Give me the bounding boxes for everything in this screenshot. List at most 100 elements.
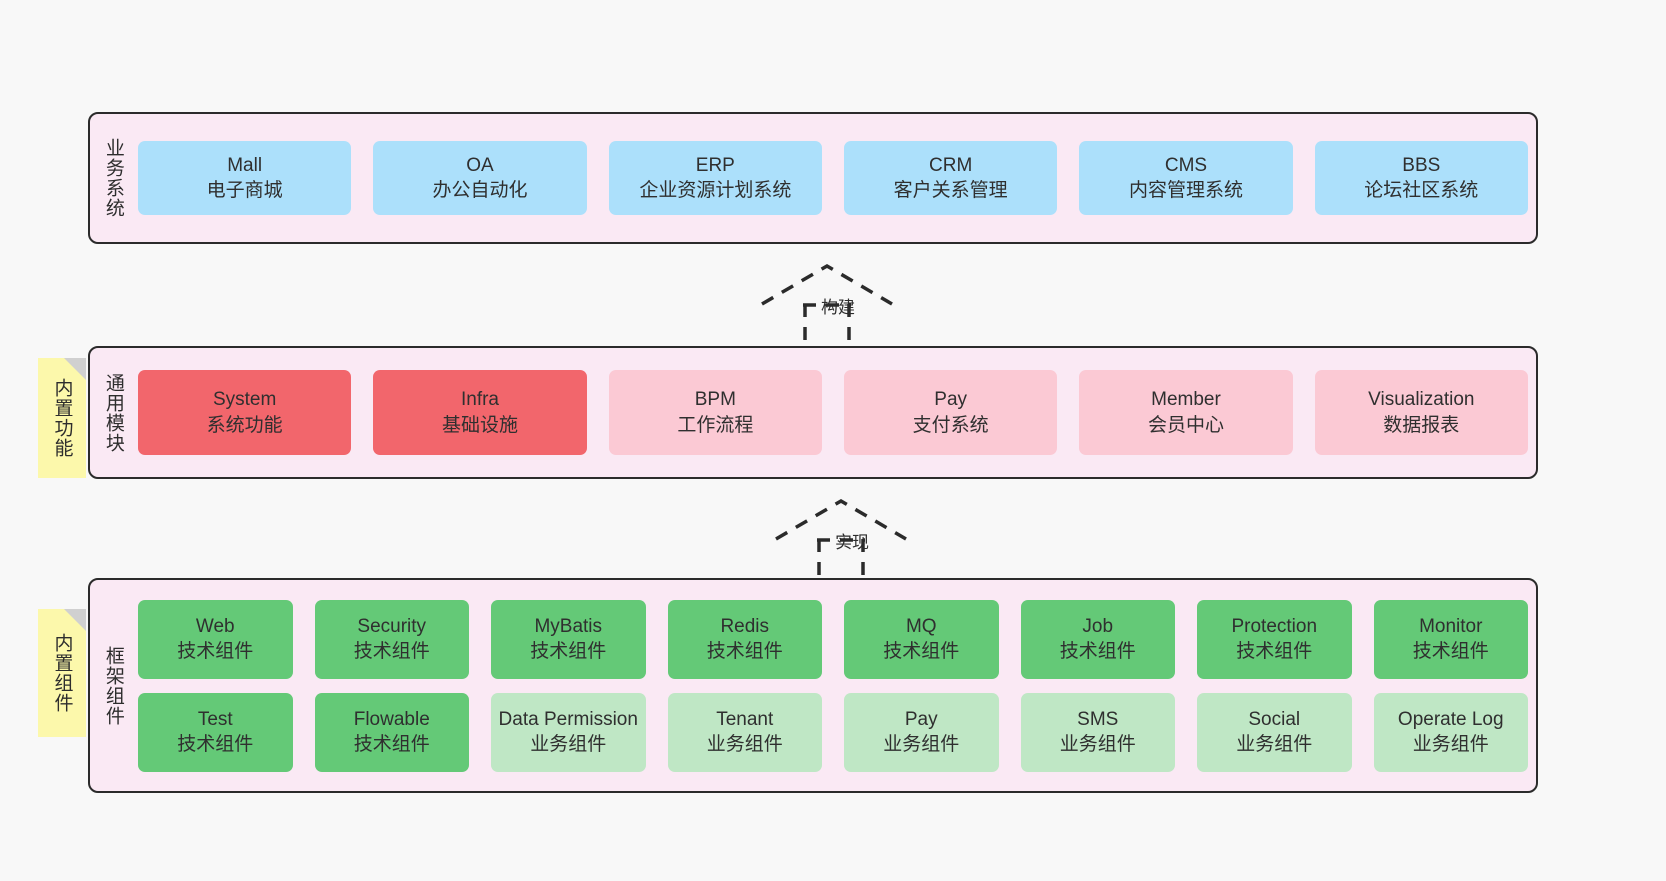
node-pay-component[interactable]: Pay 业务组件	[844, 692, 999, 772]
layer-title-common-modules: 通用模块	[102, 372, 124, 453]
node-pay-module-desc: 支付系统	[912, 414, 989, 436]
framework-node-rows: Web 技术组件 Security 技术组件 MyBatis 技术组件 Redi…	[138, 599, 1528, 772]
node-social[interactable]: Social 业务组件	[1197, 692, 1352, 772]
node-infra[interactable]: Infra 基础设施	[373, 370, 587, 455]
node-job[interactable]: Job 技术组件	[1020, 599, 1175, 679]
layer-framework-components: 框架组件 Web 技术组件 Security 技术组件 MyBatis 技术组件	[88, 578, 1538, 793]
sticky-note-builtin-features: 内置功能	[38, 358, 86, 478]
node-mybatis-desc: 技术组件	[530, 641, 607, 662]
node-cms-name: CMS	[1164, 154, 1208, 176]
node-oa[interactable]: OA 办公自动化	[373, 141, 587, 215]
node-bbs-desc: 论坛社区系统	[1364, 180, 1479, 201]
node-security-name: Security	[357, 615, 427, 637]
node-job-desc: 技术组件	[1059, 641, 1136, 662]
node-monitor-name: Monitor	[1419, 615, 1483, 637]
node-protection[interactable]: Protection 技术组件	[1197, 599, 1352, 679]
node-sms[interactable]: SMS 业务组件	[1020, 692, 1175, 772]
node-mall[interactable]: Mall 电子商城	[138, 141, 352, 215]
node-sms-name: SMS	[1077, 708, 1119, 730]
node-infra-name: Infra	[460, 389, 499, 411]
business-node-row: Mall 电子商城 OA 办公自动化 ERP 企业资源计划系统 CRM 客户关系…	[138, 141, 1528, 215]
node-member-desc: 会员中心	[1147, 414, 1224, 436]
node-visualization-name: Visualization	[1368, 389, 1475, 411]
node-system-name: System	[212, 389, 277, 411]
node-redis-name: Redis	[720, 615, 770, 637]
node-mall-name: Mall	[227, 154, 263, 176]
node-mall-desc: 电子商城	[206, 180, 283, 201]
node-web-desc: 技术组件	[177, 641, 254, 662]
connector-implement-label: 实现	[835, 533, 869, 552]
node-security-desc: 技术组件	[353, 641, 430, 662]
node-cms[interactable]: CMS 内容管理系统	[1079, 141, 1293, 215]
node-job-name: Job	[1082, 615, 1114, 637]
node-erp-desc: 企业资源计划系统	[639, 180, 792, 201]
node-member[interactable]: Member 会员中心	[1079, 370, 1293, 455]
node-mybatis[interactable]: MyBatis 技术组件	[491, 599, 646, 679]
framework-node-row-1: Web 技术组件 Security 技术组件 MyBatis 技术组件 Redi…	[138, 599, 1528, 679]
node-mq-desc: 技术组件	[883, 641, 960, 662]
node-flowable[interactable]: Flowable 技术组件	[314, 692, 469, 772]
layer-title-business-system: 业务系统	[102, 138, 124, 218]
node-mq-name: MQ	[905, 615, 937, 637]
node-tenant-name: Tenant	[716, 708, 774, 730]
connector-implement	[771, 497, 911, 575]
node-mq[interactable]: MQ 技术组件	[844, 599, 999, 679]
node-oa-name: OA	[466, 154, 494, 176]
node-crm[interactable]: CRM 客户关系管理	[843, 141, 1058, 215]
layer-business-system: 业务系统 Mall 电子商城 OA 办公自动化 ERP 企业资源计划系统 CRM…	[88, 112, 1538, 244]
node-bpm-desc: 工作流程	[677, 414, 754, 436]
node-member-name: Member	[1151, 389, 1221, 411]
module-node-row: System 系统功能 Infra 基础设施 BPM 工作流程 Pay 支付系统…	[138, 370, 1528, 455]
layer-body-framework-components: Web 技术组件 Security 技术组件 MyBatis 技术组件 Redi…	[136, 580, 1536, 791]
node-monitor[interactable]: Monitor 技术组件	[1373, 599, 1528, 679]
sticky-note-builtin-features-label: 内置功能	[51, 378, 73, 458]
node-operate-log-desc: 业务组件	[1412, 734, 1489, 755]
node-bbs-name: BBS	[1402, 154, 1441, 176]
node-erp[interactable]: ERP 企业资源计划系统	[608, 141, 822, 215]
node-flowable-name: Flowable	[353, 708, 430, 730]
node-erp-name: ERP	[695, 154, 735, 176]
node-pay-module[interactable]: Pay 支付系统	[843, 370, 1058, 455]
node-test-desc: 技术组件	[177, 734, 254, 755]
node-tenant[interactable]: Tenant 业务组件	[667, 692, 822, 772]
node-pay-component-desc: 业务组件	[883, 734, 960, 755]
node-oa-desc: 办公自动化	[432, 180, 528, 201]
node-social-desc: 业务组件	[1236, 734, 1313, 755]
node-crm-name: CRM	[929, 154, 973, 176]
sticky-note-builtin-components-label: 内置组件	[51, 633, 73, 713]
node-bpm[interactable]: BPM 工作流程	[608, 370, 822, 455]
layer-body-business-system: Mall 电子商城 OA 办公自动化 ERP 企业资源计划系统 CRM 客户关系…	[136, 114, 1536, 242]
node-mybatis-name: MyBatis	[534, 615, 603, 637]
node-bbs[interactable]: BBS 论坛社区系统	[1314, 141, 1528, 215]
sticky-note-builtin-components: 内置组件	[38, 609, 86, 737]
node-monitor-desc: 技术组件	[1412, 641, 1489, 662]
node-visualization[interactable]: Visualization 数据报表	[1314, 370, 1528, 455]
implement-arrow-head	[775, 498, 907, 541]
node-test[interactable]: Test 技术组件	[138, 692, 293, 772]
node-sms-desc: 业务组件	[1059, 734, 1136, 755]
node-cms-desc: 内容管理系统	[1128, 180, 1243, 201]
node-data-permission[interactable]: Data Permission 业务组件	[491, 692, 646, 772]
node-operate-log[interactable]: Operate Log 业务组件	[1373, 692, 1528, 772]
node-web[interactable]: Web 技术组件	[138, 599, 293, 679]
layer-body-common-modules: System 系统功能 Infra 基础设施 BPM 工作流程 Pay 支付系统…	[136, 348, 1536, 477]
node-bpm-name: BPM	[694, 389, 736, 411]
layer-title-framework-components: 框架组件	[102, 645, 124, 726]
node-pay-component-name: Pay	[904, 708, 938, 730]
node-system[interactable]: System 系统功能	[138, 370, 352, 455]
node-data-permission-name: Data Permission	[498, 708, 638, 730]
node-security[interactable]: Security 技术组件	[314, 599, 469, 679]
build-arrow-head	[761, 263, 893, 306]
connector-build-label: 构建	[821, 298, 855, 317]
node-flowable-desc: 技术组件	[353, 734, 430, 755]
node-system-desc: 系统功能	[206, 414, 283, 436]
connector-build	[757, 262, 897, 342]
node-data-permission-desc: 业务组件	[530, 734, 607, 755]
node-redis[interactable]: Redis 技术组件	[667, 599, 822, 679]
node-protection-desc: 技术组件	[1236, 641, 1313, 662]
node-web-name: Web	[195, 615, 235, 637]
layer-common-modules: 通用模块 System 系统功能 Infra 基础设施 BPM 工作流程 Pay…	[88, 346, 1538, 479]
sticky-fold-corner	[64, 358, 86, 380]
node-social-name: Social	[1248, 708, 1301, 730]
sticky-fold-corner-2	[64, 609, 86, 631]
